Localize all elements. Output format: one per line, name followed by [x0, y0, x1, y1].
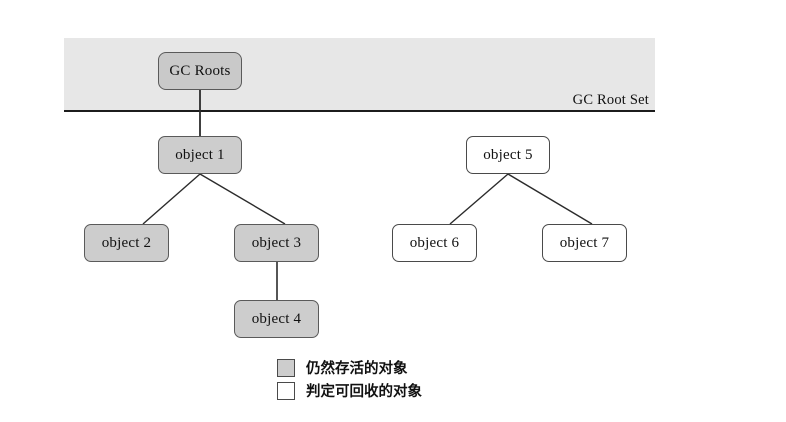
edge-object1-object3 [199, 173, 286, 225]
legend-swatch-garbage-icon [277, 381, 295, 400]
node-object-4[interactable]: object 4 [234, 300, 319, 338]
gc-root-set-divider [64, 110, 655, 112]
legend-item-alive: 仍然存活的对象 [277, 356, 422, 379]
gc-root-set-band: GC Root Set [64, 38, 655, 111]
edge-object5-object6 [449, 173, 509, 225]
legend: 仍然存活的对象 判定可回收的对象 [277, 356, 422, 402]
node-object-2[interactable]: object 2 [84, 224, 169, 262]
node-object-5-label: object 5 [483, 146, 533, 163]
node-object-3[interactable]: object 3 [234, 224, 319, 262]
node-object-6[interactable]: object 6 [392, 224, 477, 262]
node-object-3-label: object 3 [251, 234, 302, 251]
node-object-1-label: object 1 [175, 146, 225, 163]
edge-object5-object7 [507, 173, 593, 225]
node-object-5[interactable]: object 5 [466, 136, 550, 174]
edge-object1-object2 [142, 173, 201, 225]
node-object-7-label: object 7 [559, 234, 610, 251]
node-object-7[interactable]: object 7 [542, 224, 627, 262]
legend-label-garbage: 判定可回收的对象 [306, 384, 422, 400]
gc-root-set-label: GC Root Set [572, 92, 649, 108]
node-object-2-label: object 2 [101, 234, 152, 251]
legend-label-alive: 仍然存活的对象 [306, 361, 408, 377]
node-object-6-label: object 6 [409, 234, 460, 251]
node-gc-roots-label: GC Roots [169, 62, 231, 79]
node-object-1[interactable]: object 1 [158, 136, 242, 174]
legend-item-garbage: 判定可回收的对象 [277, 379, 422, 402]
node-object-4-label: object 4 [251, 310, 302, 327]
legend-swatch-alive-icon [277, 358, 295, 377]
node-gc-roots[interactable]: GC Roots [158, 52, 242, 90]
